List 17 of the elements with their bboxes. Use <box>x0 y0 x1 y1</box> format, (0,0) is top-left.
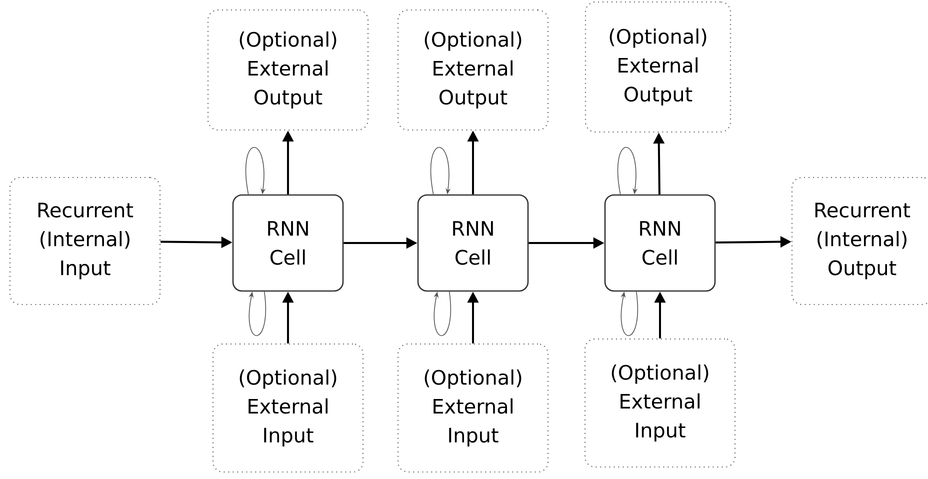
dotted-box: (Optional) External Output <box>584 1 732 133</box>
loop-arrow <box>430 146 451 195</box>
dotted-box: (Optional) External Output <box>397 9 549 131</box>
dotted-box: (Optional) External Input <box>584 338 736 468</box>
loop-arrow <box>248 291 266 336</box>
loop-arrow <box>620 291 638 336</box>
loop-arrow <box>434 291 451 336</box>
cell-box: RNN Cell <box>604 194 716 292</box>
dotted-box: Recurrent (Internal) Input <box>9 176 161 306</box>
dotted-box: Recurrent (Internal) Output <box>791 176 928 306</box>
loop-arrow <box>245 146 266 195</box>
cell-box: RNN Cell <box>417 194 529 292</box>
cell-box: RNN Cell <box>232 194 344 292</box>
dotted-box: (Optional) External Output <box>207 9 369 131</box>
dotted-box: (Optional) External Input <box>397 343 549 473</box>
dotted-box: (Optional) External Input <box>212 343 364 473</box>
loop-arrow <box>617 146 638 195</box>
